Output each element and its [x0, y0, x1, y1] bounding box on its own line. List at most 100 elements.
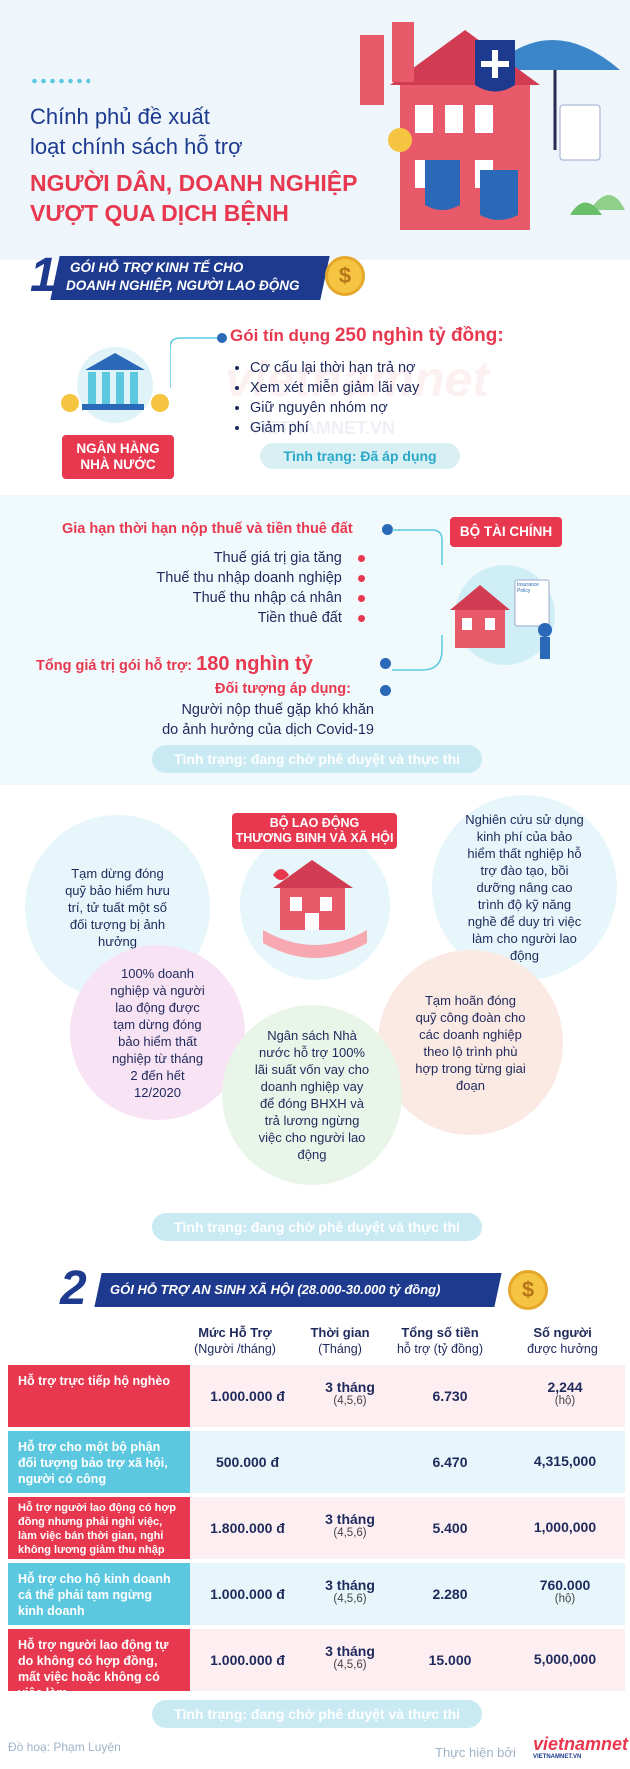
bank-status-text: Tình trạng: Đã áp dụng [283, 448, 437, 464]
finance-total-amount: 180 nghìn tỷ [196, 653, 313, 675]
section2-status-text: Tình trạng: đang chờ phê duyệt và thực t… [173, 1706, 461, 1722]
finance-status-text: Tình trạng: đang chờ phê duyệt và thực t… [173, 751, 461, 767]
row-label: Hỗ trợ cho một bộ phận đối tượng bảo trợ… [8, 1431, 190, 1493]
connector-line [170, 333, 227, 388]
finance-total-prefix: Tổng giá trị gói hỗ trợ: [36, 658, 197, 674]
cell-people: 1,000,000 [533, 1519, 597, 1535]
connector-lines [392, 529, 443, 671]
labor-label-line2: THƯƠNG BINH VÀ XÃ HỘI [235, 831, 394, 845]
coin-stack-icon: $ [508, 1270, 548, 1310]
cell-people: 5,000,000 [533, 1651, 597, 1667]
cell-people: 4,315,000 [533, 1453, 597, 1469]
cell-amount: 1.800.000 đ [210, 1520, 285, 1536]
finance-target-line2: do ảnh hưởng của dịch Covid-19 [162, 722, 374, 738]
bank-status: Tình trạng: Đã áp dụng [260, 443, 460, 469]
table-row: Hỗ trợ người lao động tự do không có hợp… [8, 1629, 625, 1700]
bubble-2: Nghiên cứu sử dụng kinh phí của bảo hiểm… [432, 795, 617, 980]
house-keys-illustration [450, 565, 555, 665]
table-row: Hỗ trợ cho một bộ phận đối tượng bảo trợ… [8, 1431, 625, 1493]
watermark-sub: VIETNAMNET.VN [250, 418, 396, 438]
bubble-4: Tạm hoãn đóng quỹ công đoàn cho các doan… [378, 950, 563, 1135]
credit-item: Giảm phí [250, 418, 419, 438]
cell-people: 2,244(hộ) [547, 1379, 583, 1407]
cell-people: 760.000(hộ) [539, 1577, 591, 1605]
shield-lock-icon [480, 170, 518, 220]
footer-brand-sub: VIETNAMNET.VN [533, 1754, 582, 1760]
credit-heading: Gói tín dụng 250 nghìn tỷ đồng: [230, 325, 504, 347]
coin-stack-icon: $ [325, 256, 365, 296]
header-col-2: Thời gian(Tháng) [310, 1325, 370, 1356]
cell-total: 15.000 [428, 1652, 472, 1668]
credit-list: Cơ cấu lại thời hạn trả nợ Xem xét miễn … [250, 358, 419, 438]
section2-title: GÓI HỖ TRỢ AN SINH XÃ HỘI (28.000-30.000… [110, 1282, 441, 1297]
bank-label: NGÂN HÀNG NHÀ NƯỚC [62, 435, 174, 479]
finance-block: Gia hạn thời hạn nộp thuế và tiền thuê đ… [0, 495, 630, 785]
policy-card-text: Insurance Policy [517, 582, 539, 594]
row-label: Hỗ trợ cho hộ kinh doanh cá thể phải tạm… [8, 1563, 190, 1625]
finance-heading-dot [382, 524, 393, 535]
house-umbrella-illustration [360, 22, 625, 230]
finance-status: Tình trạng: đang chờ phê duyệt và thực t… [152, 745, 482, 773]
table-header: Mức Hỗ Trợ(Người /tháng) Thời gian(Tháng… [180, 1325, 625, 1361]
cell-total: 5.400 [432, 1520, 468, 1536]
bank-block: vietnamnet VIETNAMNET.VN NGÂN HÀNG NHÀ N… [0, 310, 630, 490]
labor-label-line1: BỘ LAO ĐỘNG [269, 816, 360, 830]
credit-item: Cơ cấu lại thời hạn trả nợ [250, 358, 419, 378]
total-dot [380, 658, 391, 669]
section1-header: 1 GÓI HỖ TRỢ KINH TẾ CHO DOANH NGHIỆP, N… [0, 248, 630, 308]
footer-brand-logo: vietnamnet VIETNAMNET.VN [533, 1734, 629, 1760]
finance-target-label: Đối tượng áp dụng: [215, 681, 351, 697]
table-row: Hỗ trợ trực tiếp hộ nghèo 1.000.000 đ 3 … [8, 1365, 625, 1427]
cell-time: 3 tháng(4,5,6) [325, 1379, 375, 1407]
row-label: Hỗ trợ người lao động có hợp đồng nhưng … [8, 1497, 190, 1559]
footer-graphics: Đồ hoạ: Phạm Luyện [8, 1740, 121, 1754]
finance-target-line1: Người nộp thuế gặp khó khăn [181, 702, 374, 718]
coin-icon [388, 128, 412, 152]
tax-item: Thuế thu nhập cá nhân [100, 588, 365, 608]
finance-label: BỘ TÀI CHÍNH [450, 517, 562, 547]
labor-status: Tình trạng: đang chờ phê duyệt và thực t… [152, 1213, 482, 1241]
bubble-3: 100% doanh nghiệp và người lao động được… [70, 945, 245, 1120]
cell-total: 6.730 [432, 1388, 468, 1404]
section2-status: Tình trạng: đang chờ phê duyệt và thực t… [152, 1700, 482, 1728]
bank-label-line2: NHÀ NƯỚC [80, 457, 156, 472]
credit-item: Giữ nguyên nhóm nợ [250, 398, 419, 418]
cell-total: 6.470 [432, 1454, 468, 1470]
section2-number: 2 [60, 1262, 87, 1315]
labor-label: BỘ LAO ĐỘNG THƯƠNG BINH VÀ XÃ HỘI [232, 813, 397, 849]
section1-title-2: DOANH NGHIỆP, NGƯỜI LAO ĐỘNG [66, 278, 300, 293]
title-line-1: Chính phủ đề xuất [30, 104, 210, 129]
title-line-4: VƯỢT QUA DỊCH BỆNH [30, 200, 289, 226]
finance-total: Tổng giá trị gói hỗ trợ: 180 nghìn tỷ [36, 653, 313, 676]
cell-amount: 1.000.000 đ [210, 1652, 285, 1668]
shield-key-icon [425, 160, 460, 210]
finance-heading: Gia hạn thời hạn nộp thuế và tiền thuê đ… [62, 521, 353, 537]
decor-dots [30, 78, 90, 84]
credit-item: Xem xét miễn giảm lãi vay [250, 378, 419, 398]
cell-time [305, 1431, 395, 1493]
cell-time: 3 tháng(4,5,6) [325, 1577, 375, 1605]
row-label: Hỗ trợ người lao động tự do không có hợp… [8, 1629, 190, 1700]
cell-amount: 1.000.000 đ [210, 1388, 285, 1404]
tax-item: Thuế thu nhập doanh nghiệp [100, 568, 365, 588]
tax-item: Thuế giá trị gia tăng [100, 548, 365, 568]
tax-item: Tiền thuê đất [100, 608, 365, 628]
table-row: Hỗ trợ cho hộ kinh doanh cá thể phải tạm… [8, 1563, 625, 1625]
watermark: vietnamnet [225, 351, 489, 407]
cell-time: 3 tháng(4,5,6) [325, 1511, 375, 1539]
table-row: Hỗ trợ người lao động có hợp đồng nhưng … [8, 1497, 625, 1559]
header-col-1: Mức Hỗ Trợ(Người /tháng) [194, 1325, 276, 1356]
tax-items: Thuế giá trị gia tăng Thuế thu nhập doan… [100, 548, 365, 628]
cell-total: 2.280 [432, 1586, 468, 1602]
bubble-5: Ngân sách Nhà nước hỗ trợ 100% lãi suất … [222, 1005, 402, 1185]
cell-amount: 1.000.000 đ [210, 1586, 285, 1602]
support-table: Hỗ trợ trực tiếp hộ nghèo 1.000.000 đ 3 … [8, 1365, 625, 1700]
credit-prefix: Gói tín dụng [230, 326, 335, 345]
cell-time: 3 tháng(4,5,6) [325, 1643, 375, 1671]
title-line-2: loạt chính sách hỗ trợ [30, 134, 243, 159]
title-line-3: NGƯỜI DÂN, DOANH NGHIỆP [30, 170, 358, 196]
credit-amount: 250 nghìn tỷ đồng: [334, 325, 504, 346]
header: Chính phủ đề xuất loạt chính sách hỗ trợ… [0, 0, 630, 260]
